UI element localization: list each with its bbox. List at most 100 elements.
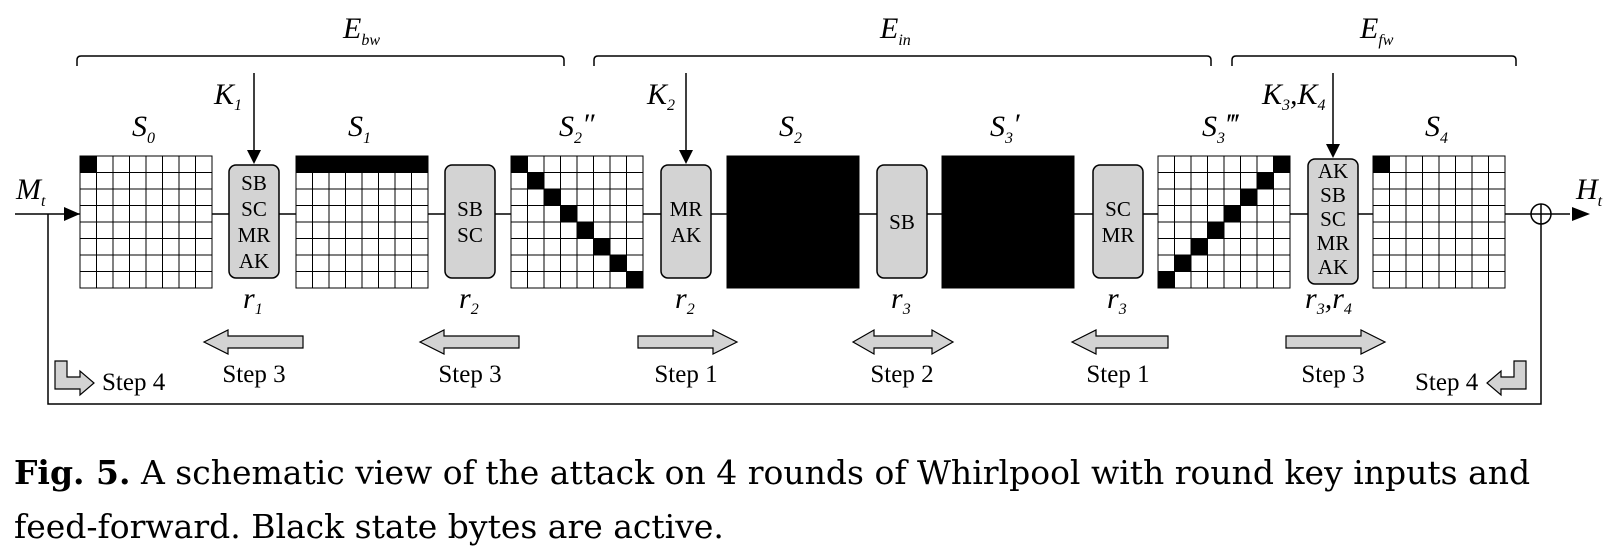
output-arrowhead: [1572, 207, 1590, 221]
state-byte-cell: [1405, 271, 1423, 289]
active-byte-cell: [809, 271, 827, 289]
state-byte-cell: [411, 205, 429, 223]
state-byte-cell: [195, 205, 213, 223]
active-byte-cell: [1057, 188, 1075, 206]
active-byte-cell: [776, 205, 794, 223]
state-byte-cell: [162, 188, 180, 206]
state-byte-cell: [609, 172, 627, 190]
state-byte-cell: [1405, 155, 1423, 173]
state-byte-cell: [145, 271, 163, 289]
active-byte-cell: [991, 238, 1009, 256]
active-byte-cell: [759, 188, 777, 206]
active-byte-cell: [1372, 155, 1390, 173]
active-byte-cell: [743, 221, 761, 239]
active-byte-cell: [809, 172, 827, 190]
state-byte-cell: [1190, 221, 1208, 239]
state-byte-cell: [96, 221, 114, 239]
active-byte-cell: [776, 172, 794, 190]
active-byte-cell: [1057, 221, 1075, 239]
active-byte-cell: [1273, 155, 1291, 173]
active-byte-cell: [543, 188, 561, 206]
state-byte-cell: [79, 271, 97, 289]
active-byte-cell: [1040, 271, 1058, 289]
state-s1: [295, 155, 429, 289]
state-byte-cell: [162, 221, 180, 239]
state-byte-cell: [195, 238, 213, 256]
state-byte-cell: [593, 188, 611, 206]
state-byte-cell: [411, 172, 429, 190]
state-byte-cell: [1455, 155, 1473, 173]
state-byte-cell: [1157, 172, 1175, 190]
active-byte-cell: [726, 221, 744, 239]
active-byte-cell: [809, 254, 827, 272]
step-arrow-left: [202, 329, 304, 355]
state-byte-cell: [1488, 155, 1506, 173]
state-byte-cell: [345, 271, 363, 289]
step-label: Step 1: [654, 361, 717, 388]
state-byte-cell: [312, 188, 330, 206]
state-byte-cell: [112, 172, 130, 190]
state-byte-cell: [312, 221, 330, 239]
state-byte-cell: [361, 271, 379, 289]
state-byte-cell: [1240, 221, 1258, 239]
state-byte-cell: [1389, 254, 1407, 272]
state-byte-cell: [560, 155, 578, 173]
active-byte-cell: [809, 188, 827, 206]
input-label: Mt: [15, 173, 46, 210]
state-byte-cell: [79, 188, 97, 206]
active-byte-cell: [1223, 205, 1241, 223]
state-byte-cell: [1207, 155, 1225, 173]
state-byte-cell: [411, 188, 429, 206]
state-label-s0: S0: [132, 110, 155, 147]
active-byte-cell: [726, 188, 744, 206]
active-byte-cell: [1157, 271, 1175, 289]
state-byte-cell: [1223, 221, 1241, 239]
active-byte-cell: [743, 254, 761, 272]
state-byte-cell: [543, 155, 561, 173]
step-arrow-left: [1070, 329, 1169, 355]
state-byte-cell: [1223, 271, 1241, 289]
state-byte-cell: [1438, 205, 1456, 223]
active-byte-cell: [991, 205, 1009, 223]
state-byte-cell: [1455, 172, 1473, 190]
state-byte-cell: [626, 188, 644, 206]
active-byte-cell: [1040, 172, 1058, 190]
state-byte-cell: [295, 205, 313, 223]
state-byte-cell: [593, 205, 611, 223]
state-byte-cell: [79, 254, 97, 272]
state-byte-cell: [1438, 254, 1456, 272]
state-byte-cell: [560, 271, 578, 289]
active-byte-cell: [759, 155, 777, 173]
state-byte-cell: [162, 155, 180, 173]
active-byte-cell: [609, 254, 627, 272]
state-byte-cell: [129, 238, 147, 256]
round-label-3a: r3: [891, 282, 911, 318]
brace-e-bw: Ebw: [76, 12, 565, 66]
state-byte-cell: [1207, 238, 1225, 256]
state-byte-cell: [129, 205, 147, 223]
state-byte-cell: [145, 205, 163, 223]
state-byte-cell: [1488, 188, 1506, 206]
state-byte-cell: [345, 254, 363, 272]
step-label: Step 3: [438, 361, 501, 388]
state-byte-cell: [1372, 172, 1390, 190]
state-byte-cell: [411, 238, 429, 256]
state-byte-cell: [1190, 271, 1208, 289]
state-byte-cell: [1405, 172, 1423, 190]
state-byte-cell: [178, 271, 196, 289]
state-byte-cell: [510, 205, 528, 223]
active-byte-cell: [974, 238, 992, 256]
active-byte-cell: [842, 238, 860, 256]
active-byte-cell: [394, 155, 412, 173]
state-byte-cell: [345, 221, 363, 239]
active-byte-cell: [726, 172, 744, 190]
brace-e-in: Ein: [593, 12, 1212, 66]
active-byte-cell: [743, 271, 761, 289]
state-byte-cell: [1471, 188, 1489, 206]
active-byte-cell: [1007, 254, 1025, 272]
state-label-s2: S2: [779, 110, 802, 147]
active-byte-cell: [842, 205, 860, 223]
state-s3-prime: [941, 155, 1075, 289]
state-byte-cell: [1273, 254, 1291, 272]
state-byte-cell: [96, 254, 114, 272]
